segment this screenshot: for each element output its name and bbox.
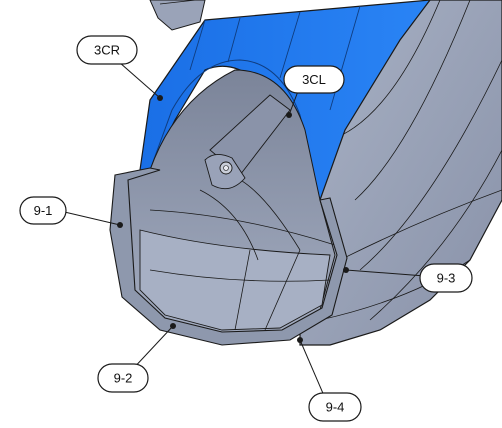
callout-3cl-label: 3CL	[302, 72, 326, 87]
callout-9-2-label: 9-2	[114, 371, 133, 386]
leader-dot-icon	[297, 337, 303, 343]
rear-pipe	[149, 0, 206, 31]
callout-9-1[interactable]: 9-1	[19, 196, 67, 225]
callout-9-3-label: 9-3	[437, 271, 456, 286]
callout-3cr-label: 3CR	[94, 43, 120, 58]
callout-9-3[interactable]: 9-3	[419, 263, 473, 293]
leader-dots	[117, 95, 349, 343]
callout-9-2[interactable]: 9-2	[97, 363, 149, 393]
leader-dot-icon	[157, 95, 163, 101]
callout-9-4[interactable]: 9-4	[308, 392, 362, 422]
leader-dot-icon	[170, 323, 176, 329]
front-rim	[109, 167, 348, 346]
leader-dot-icon	[343, 267, 349, 273]
callout-9-1-label: 9-1	[34, 203, 53, 218]
duct-interior	[124, 69, 336, 336]
leader-dot-icon	[286, 112, 292, 118]
callout-3cl[interactable]: 3CL	[283, 65, 345, 94]
callout-9-4-label: 9-4	[326, 400, 345, 415]
callout-3cr[interactable]: 3CR	[76, 35, 138, 65]
leader-dot-icon	[117, 222, 123, 228]
